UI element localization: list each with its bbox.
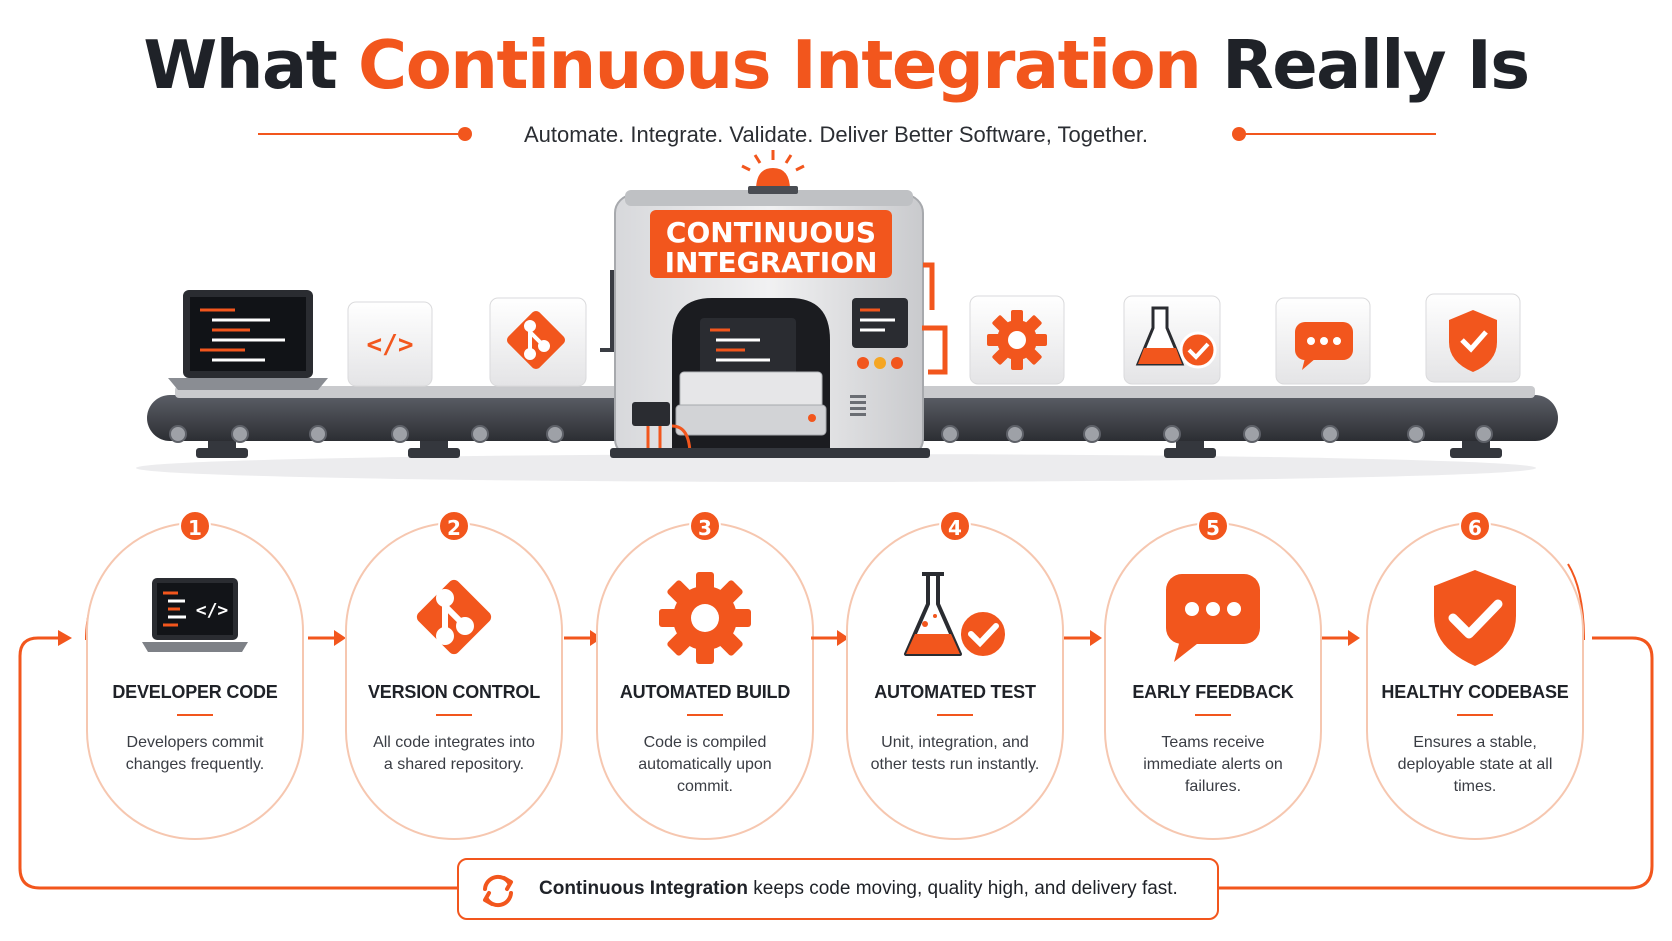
subtitle-rule-right [1240,133,1436,135]
belt-gear-box [969,295,1065,385]
step-number: 2 [438,510,470,542]
shield-check-icon [1434,570,1516,666]
arrow-right-icon [1322,630,1360,646]
ci-machine: CONTINUOUS INTEGRATION [600,150,948,458]
arrow-right-icon [811,630,849,646]
arrow-right-icon [308,630,346,646]
flask-check-icon [904,572,1009,660]
step-divider [177,714,213,716]
step-description: Ensures a stable, deployable state at al… [1397,734,1553,795]
sync-icon [483,874,513,908]
step-number: 5 [1197,510,1229,542]
step-title: EARLY FEEDBACK [1132,682,1294,702]
belt-code-box: </> [347,301,433,387]
step-description: Code is compiled automatically upon comm… [638,734,772,795]
subtitle: Automate. Integrate. Validate. Deliver B… [523,122,1149,147]
belt-flask-box [1123,295,1221,385]
step-divider [1457,714,1493,716]
subtitle-rule-left [258,133,464,135]
subtitle-dot-right [1232,127,1246,141]
step-number: 3 [689,510,721,542]
step-title: AUTOMATED TEST [874,682,1036,702]
summary-rest: keeps code moving, quality high, and del… [747,878,1178,899]
subtitle-dot-left [458,127,472,141]
summary-text: Continuous Integration keeps code moving… [539,878,1178,900]
title-lead: What [143,26,337,104]
summary-bold: Continuous Integration [539,878,748,899]
machine-label-line2: INTEGRATION [665,246,878,279]
gear-icon [659,572,751,664]
svg-text:</>: </> [196,600,229,621]
step-healthy-codebase: 6 HEALTHY CODEBASE Ensures a stable, dep… [1366,510,1584,840]
step-title: VERSION CONTROL [367,682,540,702]
arrow-right-icon [1064,630,1102,646]
svg-text:</>: </> [367,330,414,360]
step-divider [436,714,472,716]
step-description: Developers commit changes frequently. [125,734,265,773]
chat-bubble-icon [1166,574,1260,662]
summary-banner: Continuous Integration keeps code moving… [457,858,1219,920]
step-description: Teams receive immediate alerts on failur… [1143,734,1283,795]
step-divider [687,714,723,716]
step-early-feedback: 5 EARLY FEEDBACK Teams receive immediate… [1104,510,1322,840]
git-icon [416,579,492,655]
step-number: 1 [179,510,211,542]
step-title: DEVELOPER CODE [112,682,278,702]
laptop-code-icon: </> [142,578,248,652]
title-accent: Continuous Integration [358,26,1202,104]
step-automated-build: 3 AUTOMATED BUILD Code is compiled autom… [596,510,814,840]
step-number: 6 [1459,510,1491,542]
title-tail: Really Is [1222,26,1530,104]
step-divider [937,714,973,716]
step-number: 4 [939,510,971,542]
step-title: HEALTHY CODEBASE [1381,682,1569,702]
belt-shield-box [1425,293,1521,383]
step-developer-code: 1 </> DEVELOPER CODE Developers commit c… [86,510,304,840]
step-description: All code integrates into a shared reposi… [373,734,535,773]
step-title: AUTOMATED BUILD [619,682,791,702]
belt-git-box [489,297,587,387]
step-version-control: 2 VERSION CONTROL All code integrates in… [345,510,563,840]
belt-chat-box [1275,297,1371,385]
machine-label-line1: CONTINUOUS [666,216,876,249]
step-divider [1195,714,1231,716]
step-automated-test: 4 AUTOMATED TEST Unit, integration, and … [846,510,1064,840]
step-description: Unit, integration, and other tests run i… [870,734,1040,773]
ci-machine-scene: </> CONTINUOUS INTEGRATION [136,150,1558,482]
belt-laptop-icon [168,290,328,390]
page-title: What Continuous Integration Really Is [0,22,1672,108]
